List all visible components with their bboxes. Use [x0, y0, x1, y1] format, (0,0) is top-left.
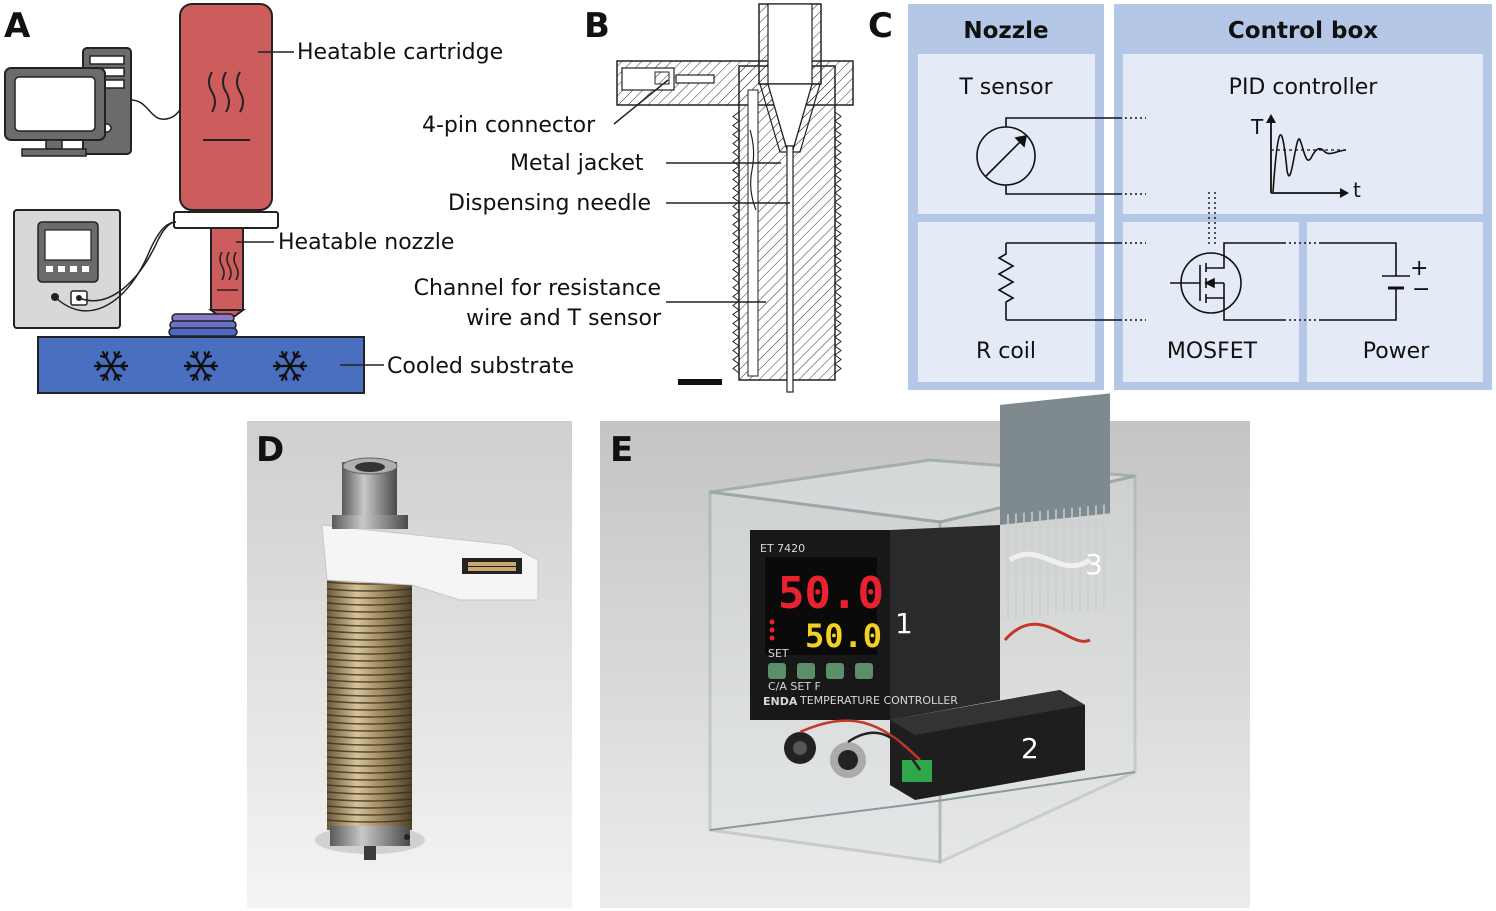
panel-label-a: A: [4, 6, 31, 46]
nozzle-clamp: [173, 211, 279, 229]
gate-link: [1208, 192, 1216, 246]
nozzle-render: [315, 457, 539, 860]
controller-box: [13, 209, 121, 329]
label-mosfet: MOSFET: [1167, 339, 1258, 364]
label-dispensing-needle: Dispensing needle: [448, 191, 651, 216]
panel-label-d: D: [256, 430, 284, 470]
display-top: 50.0: [778, 568, 884, 619]
power-plus: +: [1410, 256, 1428, 281]
panel-e: E ET 7420 50.0 50.0 SET: [600, 393, 1250, 908]
label-metal-jacket: Metal jacket: [510, 151, 644, 176]
label-4-pin-connector: 4-pin connector: [422, 113, 596, 138]
label-pid-controller: PID controller: [1229, 75, 1379, 100]
panel-label-e: E: [610, 430, 633, 470]
panel-d: D: [247, 421, 572, 908]
heatable-nozzle: [208, 227, 246, 317]
label-channel-line2: wire and T sensor: [466, 306, 662, 331]
pid-response-plot: T t: [1250, 114, 1361, 202]
callout-3: 3: [1085, 548, 1103, 581]
mosfet-symbol: [1170, 242, 1284, 321]
pid-controller-cell: [1123, 54, 1483, 214]
panel-a: A Heatable cartridge: [4, 3, 574, 394]
computer-icon: [4, 47, 132, 157]
mosfet-dotted-wires: [1284, 242, 1320, 321]
header-control-box: Control box: [1228, 18, 1378, 44]
label-heatable-cartridge: Heatable cartridge: [297, 40, 503, 65]
display-bottom: 50.0: [805, 617, 882, 655]
sensor-cable: [54, 221, 177, 312]
panel-label-c: C: [868, 6, 893, 46]
mosfet-cell: [1123, 222, 1299, 382]
unit-label: C/A SET F: [768, 680, 821, 693]
t-sensor-symbol: [976, 117, 1120, 195]
heatable-cartridge: [179, 3, 273, 211]
scale-bar: [678, 379, 722, 385]
power-cell: [1307, 222, 1483, 382]
snowflake-icon: [94, 350, 128, 382]
t-sensor-dotted-wires: [1120, 117, 1146, 195]
panel-label-b: B: [584, 6, 610, 46]
callout-2: 2: [1021, 732, 1039, 765]
panel-c: C Nozzle Control box T sensor PID contro…: [868, 4, 1492, 390]
header-nozzle: Nozzle: [963, 18, 1048, 44]
label-heatable-nozzle: Heatable nozzle: [278, 230, 454, 255]
brand-sub-label: TEMPERATURE CONTROLLER: [799, 694, 958, 707]
power-minus: −: [1412, 277, 1430, 302]
connector-leader: [613, 79, 669, 125]
panel-b: B 4-pin connect: [414, 3, 854, 393]
power-symbol: [1320, 242, 1410, 321]
brand-label: ENDA: [763, 695, 798, 708]
snowflake-icons: [94, 350, 307, 382]
pid-axis-t-lower: t: [1353, 178, 1361, 202]
dispensing-needle: [786, 145, 794, 393]
label-channel-line1: Channel for resistance: [414, 276, 661, 301]
snowflake-icon: [184, 350, 218, 382]
coil-dotted-wires: [1120, 242, 1146, 321]
printed-layers: [168, 313, 238, 337]
control-box-render: ET 7420 50.0 50.0 SET C/A SET F ENDA TEM…: [708, 393, 1137, 865]
label-cooled-substrate: Cooled substrate: [387, 354, 574, 379]
controller-model: ET 7420: [760, 542, 805, 555]
snowflake-icon: [273, 350, 307, 382]
label-r-coil: R coil: [976, 339, 1036, 364]
cartridge-adapter: [758, 3, 822, 153]
button-set-label: SET: [768, 647, 789, 660]
pid-axis-t-upper: T: [1250, 115, 1264, 139]
computer-cable: [130, 99, 181, 120]
label-power: Power: [1363, 339, 1430, 364]
power-cable: [78, 221, 177, 302]
r-coil-symbol: [997, 242, 1120, 321]
label-t-sensor: T sensor: [958, 75, 1053, 100]
callout-1: 1: [895, 607, 913, 640]
resistance-channel: [747, 89, 759, 377]
coil-windings: [326, 574, 413, 823]
